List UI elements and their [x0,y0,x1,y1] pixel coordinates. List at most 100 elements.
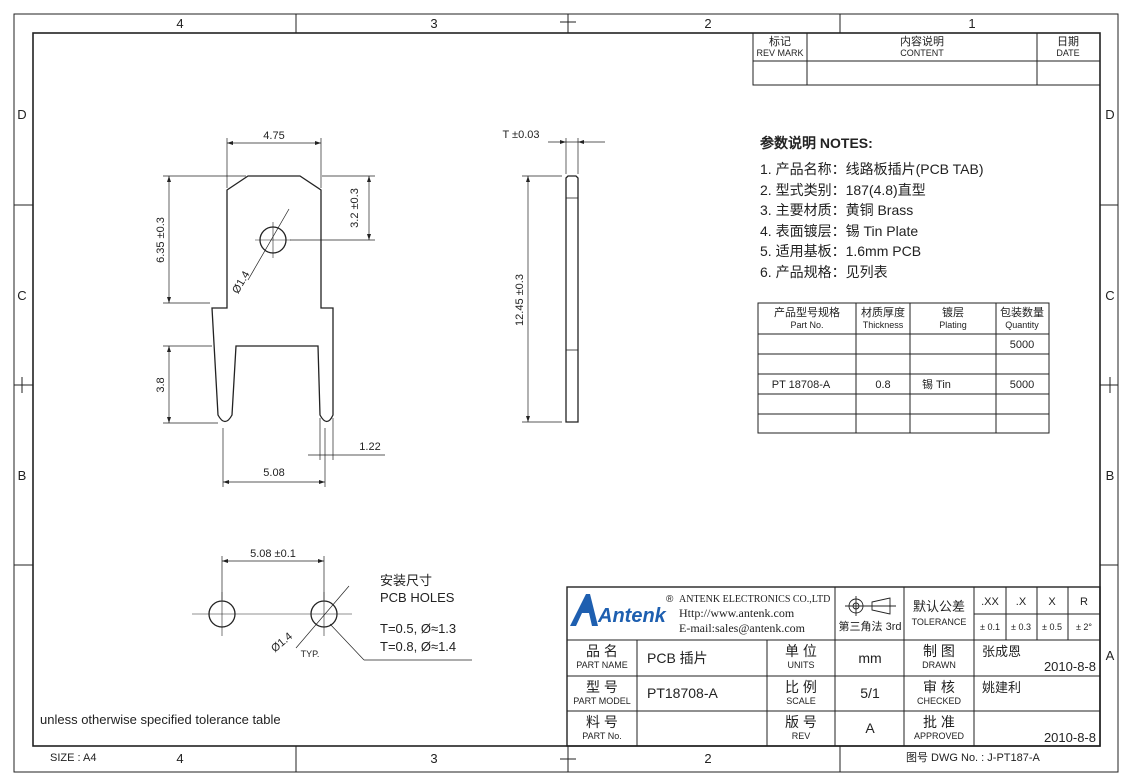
drawn-cn: 制 图 [923,643,955,659]
pcb-holes-rule-1: T=0.5, Ø≈1.3 [380,621,456,636]
zone-ticks [14,14,1118,772]
dim-width-top: 4.75 [263,130,284,142]
tab-front-view [211,175,334,423]
spec-table: 产品型号规格 Part No. 材质厚度 Thickness 镀层 Platin… [757,302,1050,434]
rev-value: A [865,720,875,736]
spec-header-quantity-cn: 包装数量 [1000,306,1044,319]
spec-header-partno-en: Part No. [790,320,823,330]
zone-top-3: 3 [430,16,437,31]
tol-head-x-dec: .X [1016,596,1027,608]
projection-label: 第三角法 3rd [839,619,902,633]
projection-symbol [845,596,896,616]
arrowheads-side [526,140,584,422]
checked-cn: 审 核 [923,679,955,695]
spec-cell-r2-thickness: 0.8 [875,379,890,391]
approved-en: APPROVED [914,731,965,741]
spec-header-thickness-en: Thickness [863,320,904,330]
zone-bottom-2: 2 [704,751,711,766]
zone-right-b: B [1106,468,1115,483]
tolerance-en: TOLERANCE [912,617,967,627]
scale-value: 5/1 [860,685,880,701]
rev-mark-en: REV MARK [756,48,803,58]
pcb-holes-cn: 安装尺寸 [380,573,432,588]
drawn-value: 张成恩 [982,644,1021,659]
zone-left-b: B [18,468,27,483]
note-5: 5. 适用基板：1.6mm PCB [760,243,921,259]
title-block [566,586,1101,747]
zone-left-d: D [17,107,26,122]
note-3: 3. 主要材质：黄铜 Brass [760,202,913,218]
dim-leg-width: 1.22 [359,441,380,453]
arrowheads-front [167,141,371,484]
company-http: Http://www.antenk.com [679,606,795,620]
rev-mark-cn: 标记 [769,34,791,48]
dim-leg-length: 3.8 [155,377,167,392]
dim-total-length: 12.45 ±0.3 [514,274,526,326]
note-6: 6. 产品规格：见列表 [760,264,888,280]
spec-cell-r2-plating: 锡 Tin [922,377,951,391]
drawn-date: 2010-8-8 [1044,659,1096,674]
tol-head-x: X [1048,596,1056,608]
tolerance-cn: 默认公差 [913,599,965,614]
approved-cn: 批 准 [923,714,955,730]
dim-pcb-pitch: 5.08 ±0.1 [250,548,296,560]
rev-date-cn: 日期 [1057,35,1079,48]
rev-content-en: CONTENT [900,48,944,58]
pcb-holes-en: PCB HOLES [380,590,455,605]
zone-right-d: D [1105,107,1114,122]
scale-cn: 比 例 [785,679,817,695]
note-4: 4. 表面镀层：锡 Tin Plate [760,223,918,239]
tol-head-r: R [1080,596,1088,608]
drawing-number: 图号 DWG No. : J-PT187-A [906,751,1041,764]
company-name: ANTENK ELECTRONICS CO.,LTD [679,594,830,605]
part-name-cn: 品 名 [586,643,618,659]
rev-en: REV [792,731,811,741]
zone-right-c: C [1105,288,1114,303]
units-cn: 单 位 [785,643,817,659]
spec-cell-r2-partno: PT 18708-A [772,379,831,391]
dim-height-left: 6.35 ±0.3 [155,217,167,263]
rev-cn: 版 号 [785,714,817,730]
checked-en: CHECKED [917,696,962,706]
scale-en: SCALE [786,696,816,706]
notes-title: 参数说明 NOTES: [760,135,873,151]
tab-side-view [565,175,579,423]
tol-val-x: ± 0.5 [1042,622,1062,632]
company-email: E-mail:sales@antenk.com [679,621,806,635]
tolerance-note: unless otherwise specified tolerance tab… [40,712,281,727]
dim-typ: TYP. [301,649,320,659]
note-2: 2. 型式类别：187(4.8)直型 [760,182,926,198]
zone-bottom-3: 3 [430,751,437,766]
spec-cell-r2-qty: 5000 [1010,379,1034,391]
rev-content-cn: 内容说明 [900,34,944,48]
part-no-en: PART No. [582,731,622,741]
dimension-lines-front [163,138,385,487]
checked-value: 姚建利 [982,680,1021,695]
antenk-logo: Antenk ® [570,594,674,627]
registered-mark: ® [666,594,674,605]
zone-top-1: 1 [968,16,975,31]
tol-val-r: ± 2° [1076,622,1092,632]
outer-border [13,13,1119,773]
part-name-value: PCB 插片 [647,650,708,666]
zone-left-c: C [17,288,26,303]
dim-thickness: T ±0.03 [502,129,539,141]
dim-hole-diameter: Ø1.4 [230,269,252,296]
dim-pitch: 5.08 [263,467,284,479]
spec-header-plating-cn: 镀层 [942,305,964,319]
spec-cell-r0-qty: 5000 [1010,339,1034,351]
dimension-lines-side [522,138,605,423]
note-1: 1. 产品名称：线路板插片(PCB TAB) [760,161,984,177]
notes: 参数说明 NOTES: 1. 产品名称：线路板插片(PCB TAB) 2. 型式… [760,135,984,280]
part-no-cn: 料 号 [586,714,618,730]
antenk-logo-text: Antenk [597,605,667,627]
zone-right-a: A [1106,648,1115,663]
zone-bottom-4: 4 [176,751,183,766]
part-model-cn: 型 号 [586,679,618,695]
units-en: UNITS [788,660,815,670]
dim-pcb-hole: Ø1.4 [269,630,295,655]
tol-val-xx: ± 0.1 [980,622,1000,632]
tol-val-x-dec: ± 0.3 [1011,622,1031,632]
units-value: mm [858,650,881,666]
